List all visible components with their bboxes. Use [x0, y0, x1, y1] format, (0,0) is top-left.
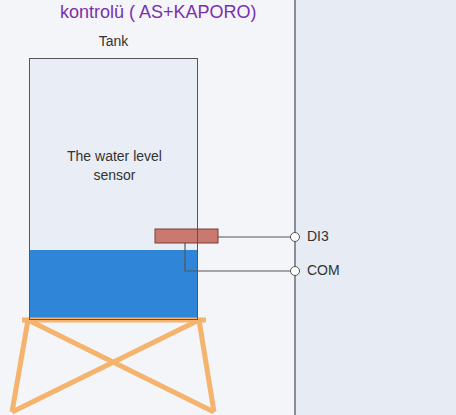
tank-heading: Tank: [30, 33, 197, 49]
signal-name: DI3: [307, 228, 329, 244]
level-sensor: [155, 229, 218, 243]
title: kontrolü ( AS+KAPORO): [60, 2, 257, 23]
tank-fill: [29, 58, 198, 320]
controller-panel: [295, 0, 456, 415]
tank-text: The water level sensor: [50, 147, 179, 185]
terminal: [291, 233, 300, 242]
tank: TankThe water level sensor: [29, 58, 198, 320]
water: [29, 250, 198, 318]
terminal: [291, 267, 300, 276]
signal-name: COM: [307, 262, 340, 278]
tank-stand: [12, 320, 214, 412]
